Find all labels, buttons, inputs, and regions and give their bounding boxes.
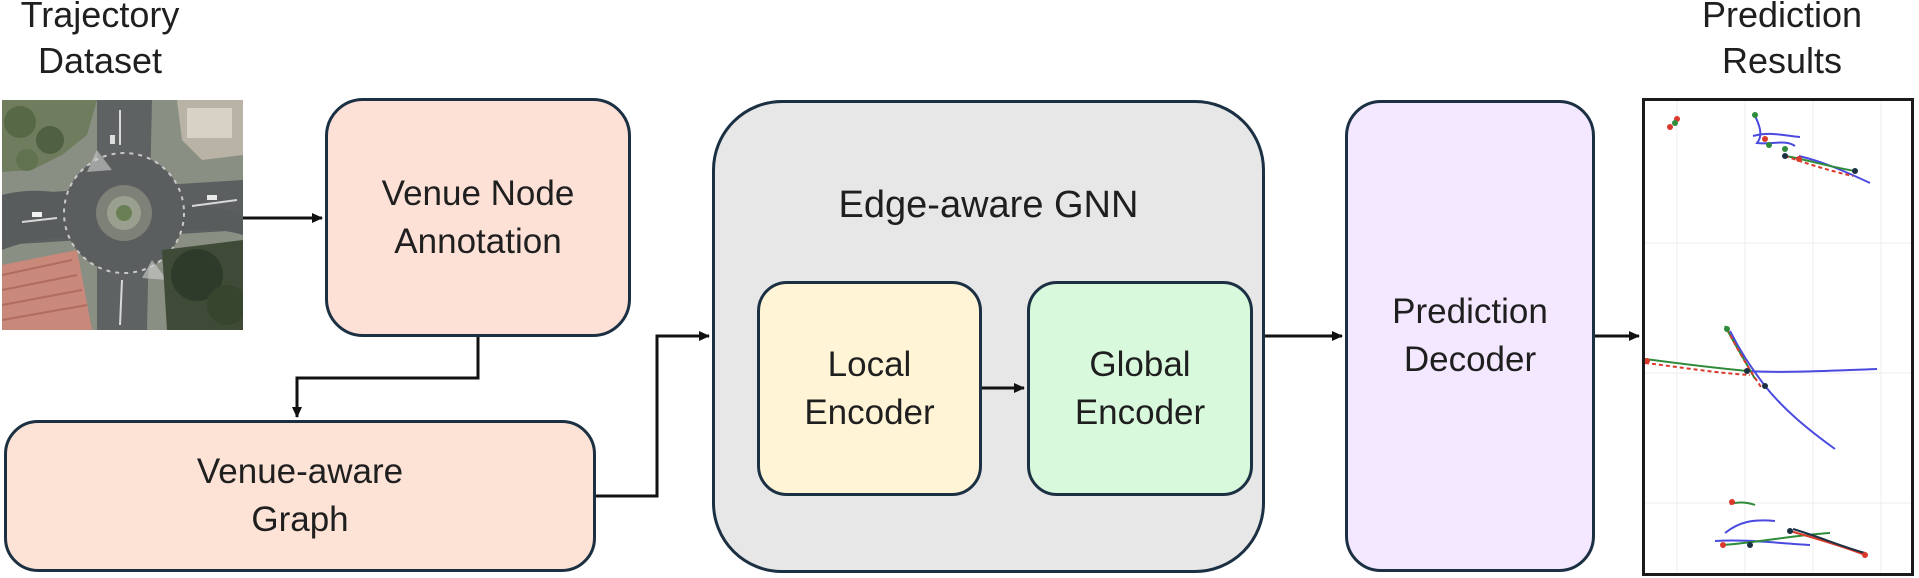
- results-label-line2: Results: [1721, 40, 1843, 81]
- aerial-roundabout-graphic: [2, 100, 243, 330]
- venue-aware-graph-text: Venue-aware Graph: [197, 448, 403, 544]
- decoder-line2: Decoder: [1403, 340, 1537, 379]
- global-encoder-line2: Encoder: [1074, 392, 1206, 432]
- local-encoder-line1: Local: [827, 344, 912, 384]
- prediction-results-plot: [1642, 98, 1914, 576]
- arrow-graph-to-gnn: [596, 331, 710, 498]
- gnn-title: Edge-aware GNN: [838, 184, 1139, 226]
- trajectory-plot: [1644, 101, 1911, 573]
- global-encoder-box: Global Encoder: [1027, 281, 1253, 496]
- venue-aware-graph-box: Venue-aware Graph: [4, 420, 596, 572]
- trajectory-cluster-bottom: [1714, 499, 1868, 558]
- dataset-label: Trajectory Dataset: [0, 0, 200, 84]
- trajectory-cluster-top: [1667, 112, 1871, 184]
- venue-node-line1: Venue Node: [381, 173, 575, 213]
- arrow-annotation-to-graph: [292, 337, 480, 418]
- venue-node-annotation-box: Venue Node Annotation: [325, 98, 631, 337]
- prediction-decoder-box: Prediction Decoder: [1345, 100, 1595, 572]
- decoder-line1: Prediction: [1392, 292, 1548, 331]
- venue-graph-line1: Venue-aware: [196, 452, 404, 491]
- trajectory-cluster-middle: [1644, 325, 1878, 450]
- venue-node-line2: Annotation: [394, 221, 562, 261]
- results-label: Prediction Results: [1652, 0, 1912, 84]
- venue-graph-line2: Graph: [251, 500, 349, 539]
- dataset-label-line1: Trajectory: [20, 0, 180, 35]
- results-label-line1: Prediction: [1701, 0, 1863, 35]
- dataset-label-line2: Dataset: [37, 40, 163, 81]
- aerial-roundabout-image: [2, 100, 243, 330]
- local-encoder-box: Local Encoder: [757, 281, 982, 496]
- global-encoder-text: Global Encoder: [1075, 341, 1205, 437]
- global-encoder-line1: Global: [1089, 344, 1191, 384]
- local-encoder-line2: Encoder: [804, 392, 935, 432]
- venue-node-annotation-text: Venue Node Annotation: [382, 170, 575, 266]
- prediction-decoder-text: Prediction Decoder: [1392, 288, 1548, 384]
- local-encoder-text: Local Encoder: [804, 341, 934, 437]
